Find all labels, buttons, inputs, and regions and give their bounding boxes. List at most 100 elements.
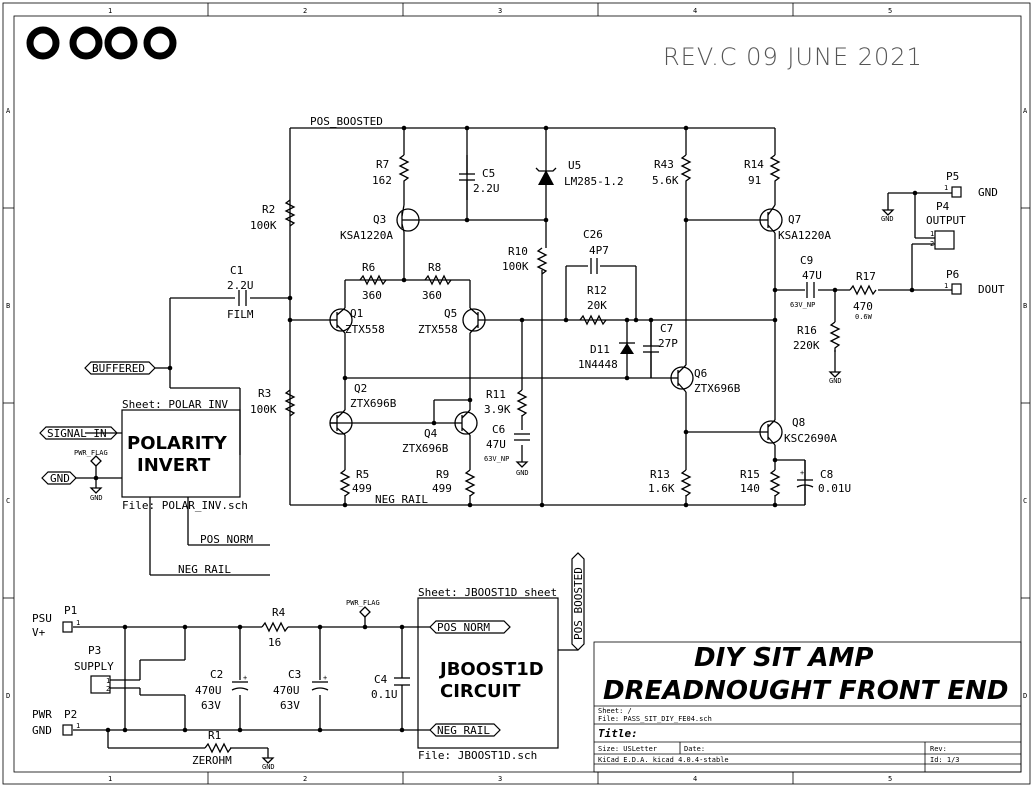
u5-ref: U5 <box>568 159 581 172</box>
c1-value: 2.2U <box>227 279 254 292</box>
net-signal-in[interactable]: SIGNAL_IN <box>47 427 107 440</box>
c9-note: 63V_NP <box>790 301 815 309</box>
gnd-polar: GND <box>90 494 103 502</box>
p6-box <box>951 283 962 295</box>
p3-pin2: 2 <box>106 685 110 693</box>
r1-ref: R1 <box>208 729 221 742</box>
net-pos-norm: POS_NORM <box>200 533 253 546</box>
net-gnd[interactable]: GND <box>50 472 70 485</box>
col-label-3: 3 <box>498 7 502 15</box>
c5-value: 2.2U <box>473 182 500 195</box>
polarity-invert-sheet[interactable] <box>121 409 241 498</box>
p2-net-pwr: PWR <box>32 708 52 721</box>
net-buffered[interactable]: BUFFERED <box>92 362 145 375</box>
polar-sheet-name: Sheet: POLAR_INV <box>122 398 228 411</box>
r7-symbol <box>398 154 410 185</box>
r4-symbol <box>261 621 289 633</box>
jboost-sheet[interactable] <box>417 597 559 749</box>
p4-pin1: 1 <box>930 230 934 238</box>
r12-ref: R12 <box>587 284 607 297</box>
q3-value: KSA1220A <box>340 229 393 242</box>
d11-value: 1N4448 <box>578 358 618 371</box>
r10-ref: R10 <box>508 245 528 258</box>
r17-value: 470 <box>853 300 873 313</box>
q1-ref: Q1 <box>350 307 363 320</box>
r1-symbol <box>204 742 232 754</box>
row-label-a: A <box>6 107 11 115</box>
signal-in-label-shape <box>39 426 118 440</box>
q4-symbol <box>454 409 478 436</box>
c1-ref: C1 <box>230 264 243 277</box>
net-neg-rail-polar: NEG_RAIL <box>178 563 231 576</box>
r16-value: 220K <box>793 339 820 352</box>
polar-sheet-title1: POLARITY <box>127 433 228 454</box>
jboost-sheet-file: File: JBOOST1D.sch <box>418 749 537 762</box>
cap-leads <box>466 155 806 505</box>
title-block-lines <box>593 641 1022 773</box>
row-label-a-right: A <box>1023 107 1028 115</box>
jboost-neg-rail[interactable]: NEG_RAIL <box>437 724 490 737</box>
title-date: Date: <box>684 745 705 753</box>
title-rev: Rev: <box>930 745 947 753</box>
row-label-b-right: B <box>1023 302 1027 310</box>
col-label-2: 2 <box>303 7 307 15</box>
pwr-flag-supply: PWR_FLAG <box>346 599 380 607</box>
r7-ref: R7 <box>376 158 389 171</box>
inner-frame <box>13 15 1022 773</box>
r9-symbol <box>464 469 476 497</box>
col-label-2-bottom: 2 <box>303 775 307 783</box>
c3-note: 63V <box>280 699 300 712</box>
q6-symbol <box>670 364 694 393</box>
row-label-b: B <box>6 302 10 310</box>
c2-symbol <box>231 681 249 691</box>
p5-ref: P5 <box>946 170 959 183</box>
revision-date: REV.C 09 JUNE 2021 <box>663 43 923 71</box>
c2-plus: + <box>243 674 247 682</box>
c8-value: 0.01U <box>818 482 851 495</box>
r14-value: 91 <box>748 174 761 187</box>
title-id: Id: 1/3 <box>930 756 960 764</box>
q2-symbol <box>329 409 353 436</box>
c2-value: 470U <box>195 684 222 697</box>
r6-symbol <box>359 274 387 286</box>
jboost-pos-boosted[interactable]: POS_BOOSTED <box>572 567 585 640</box>
c8-ref: C8 <box>820 468 833 481</box>
junctions <box>93 125 918 733</box>
title-line1: DIY SIT AMP <box>694 643 873 673</box>
col-label-3-bottom: 3 <box>498 775 502 783</box>
p2-ref: P2 <box>64 708 77 721</box>
gnd-r16: GND <box>829 377 842 385</box>
r43-symbol <box>680 154 692 185</box>
r13-value: 1.6K <box>648 482 675 495</box>
p4-pin2: 2 <box>930 240 934 248</box>
row-label-c-right: C <box>1023 497 1027 505</box>
c4-value: 0.1U <box>371 688 398 701</box>
title-line2: DREADNOUGHT FRONT END <box>603 676 1008 706</box>
r13-symbol <box>680 469 692 497</box>
c7-ref: C7 <box>660 322 673 335</box>
jboost-pos-norm[interactable]: POS_NORM <box>437 621 490 634</box>
transistor-symbols <box>329 204 783 446</box>
pwr-flag-polar: PWR_FLAG <box>74 449 108 457</box>
r6-ref: R6 <box>362 261 375 274</box>
p1-box <box>62 621 73 633</box>
q5-value: ZTX558 <box>418 323 458 336</box>
c4-symbol <box>394 677 410 686</box>
q8-value: KSC2690A <box>784 432 837 445</box>
gnd-r1: GND <box>262 763 275 771</box>
c4-ref: C4 <box>374 673 388 686</box>
p1-ref: P1 <box>64 604 77 617</box>
r16-ref: R16 <box>797 324 817 337</box>
title-size: Size: USLetter <box>598 745 657 753</box>
r6-value: 360 <box>362 289 382 302</box>
frame-column-labels: 1 2 3 4 5 1 2 3 4 5 A B C D A B C D <box>6 7 1028 783</box>
d11-ref: D11 <box>590 343 610 356</box>
r1-value: ZEROHM <box>192 754 232 767</box>
gnd-c6: GND <box>516 469 529 477</box>
r8-ref: R8 <box>428 261 441 274</box>
r8-symbol <box>424 274 452 286</box>
c3-plus: + <box>323 674 327 682</box>
r8-value: 360 <box>422 289 442 302</box>
q5-symbol <box>462 307 486 334</box>
p4-ref: P4 <box>936 200 950 213</box>
